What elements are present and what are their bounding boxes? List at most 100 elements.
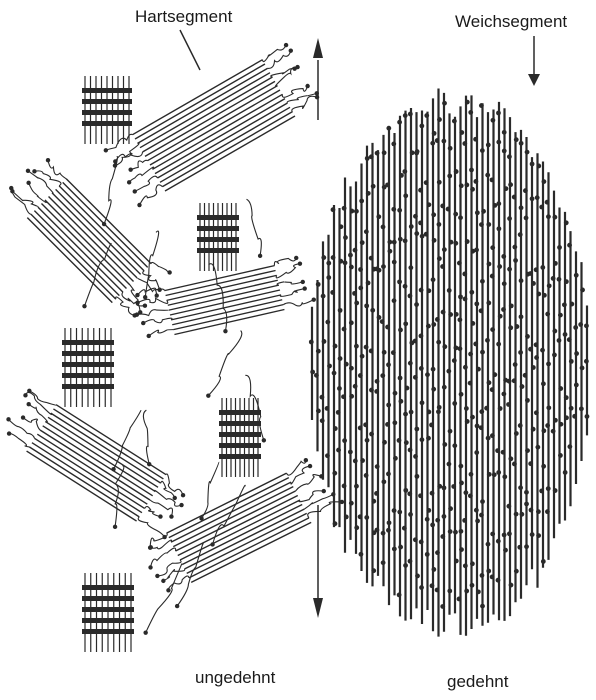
chain-segment [45,200,130,285]
soft-segment-bead [381,479,386,484]
soft-segment-bead [563,470,568,475]
chain-end-bead [295,65,299,69]
soft-segment-bead [534,355,539,360]
soft-segment-bead [480,279,485,284]
soft-chain-end [29,391,56,405]
soft-segment-bead [486,142,491,147]
soft-segment-bead [584,359,589,364]
chain-end-bead [304,458,308,462]
soft-segment-bead [459,529,464,534]
soft-segment-bead [518,350,523,355]
soft-segment-bead [403,488,408,493]
soft-segment-bead [392,547,397,552]
soft-chain-end [276,264,300,278]
soft-segment-bead [580,288,585,293]
soft-segment-bead [490,274,495,279]
soft-segment-bead [442,514,447,519]
soft-segment-bead [441,310,446,315]
soft-segment-bead [442,385,447,390]
soft-segment-bead [397,120,402,125]
soft-segment-bead [337,386,342,391]
soft-chain-end [145,506,161,516]
soft-segment-bead [343,260,348,265]
soft-segment-bead [507,216,512,221]
soft-segment-bead [353,459,358,464]
chain-segment [189,518,309,578]
soft-segment-bead [476,589,481,594]
chain-end-bead [262,438,266,442]
soft-segment-bead [541,381,546,386]
soft-segment-bead [354,209,359,214]
soft-segment-bead [392,260,397,265]
soft-segment-bead [419,288,424,293]
soft-segment-bead [490,245,495,250]
soft-segment-bead [514,569,519,574]
soft-segment-bead [408,512,413,517]
soft-segment-bead [399,399,404,404]
soft-segment-bead [458,215,463,220]
soft-segment-bead [325,320,330,325]
soft-segment-bead [413,375,418,380]
soft-chain-end [139,185,162,205]
soft-segment-bead [358,286,363,291]
chain-end-bead [27,402,31,406]
connecting-soft-chain [104,157,117,225]
chain-end-bead [312,297,316,301]
soft-segment-bead [479,222,484,227]
soft-chain-end [151,548,176,567]
soft-segment-bead [545,312,550,317]
connecting-soft-chain [245,375,263,440]
soft-segment-bead [332,371,337,376]
soft-segment-bead [405,386,410,391]
soft-segment-bead [314,373,319,378]
connecting-soft-chain [145,231,158,297]
soft-segment-bead [358,514,363,519]
soft-segment-bead [391,141,396,146]
soft-segment-bead [486,222,491,227]
chain-segment [152,94,282,169]
soft-segment-bead [474,508,479,513]
soft-segment-bead [520,384,525,389]
chain-end-bead [9,186,13,190]
soft-segment-bead [459,481,464,486]
hard-segment-block [197,215,239,220]
soft-chain-end [115,143,139,165]
soft-segment-bead [506,402,511,407]
chain-end-bead [294,256,298,260]
soft-segment-bead [448,146,453,151]
soft-segment-bead [326,275,331,280]
soft-segment-bead [574,351,579,356]
soft-segment-bead [382,150,387,155]
soft-segment-bead [468,110,473,115]
hard-domain-bottom [82,573,134,652]
soft-segment-bead [316,409,321,414]
soft-segment-bead [385,325,390,330]
soft-segment-bead [387,240,392,245]
hard-segment-block [197,226,239,231]
soft-segment-bead [348,450,353,455]
soft-segment-bead [559,422,564,427]
soft-segment-bead [333,344,338,349]
soft-segment-bead [358,373,363,378]
soft-segment-bead [569,359,574,364]
soft-segment-bead [310,370,315,375]
soft-segment-bead [393,391,398,396]
soft-segment-bead [542,179,547,184]
soft-segment-bead [507,267,512,272]
soft-segment-bead [479,103,484,108]
connecting-soft-chain [208,331,242,396]
soft-segment-bead [574,383,579,388]
chain-end-bead [210,542,214,546]
soft-segment-bead [309,340,314,345]
soft-segment-bead [448,429,453,434]
chain-end-bead [46,158,50,162]
soft-segment-bead [480,573,485,578]
soft-segment-bead [418,220,423,225]
soft-chain-end [283,300,313,306]
soft-segment-bead [338,356,343,361]
soft-chain-end [29,183,47,203]
chain-end-bead [166,588,170,592]
soft-chain-end [143,318,172,323]
soft-segment-bead [333,426,338,431]
